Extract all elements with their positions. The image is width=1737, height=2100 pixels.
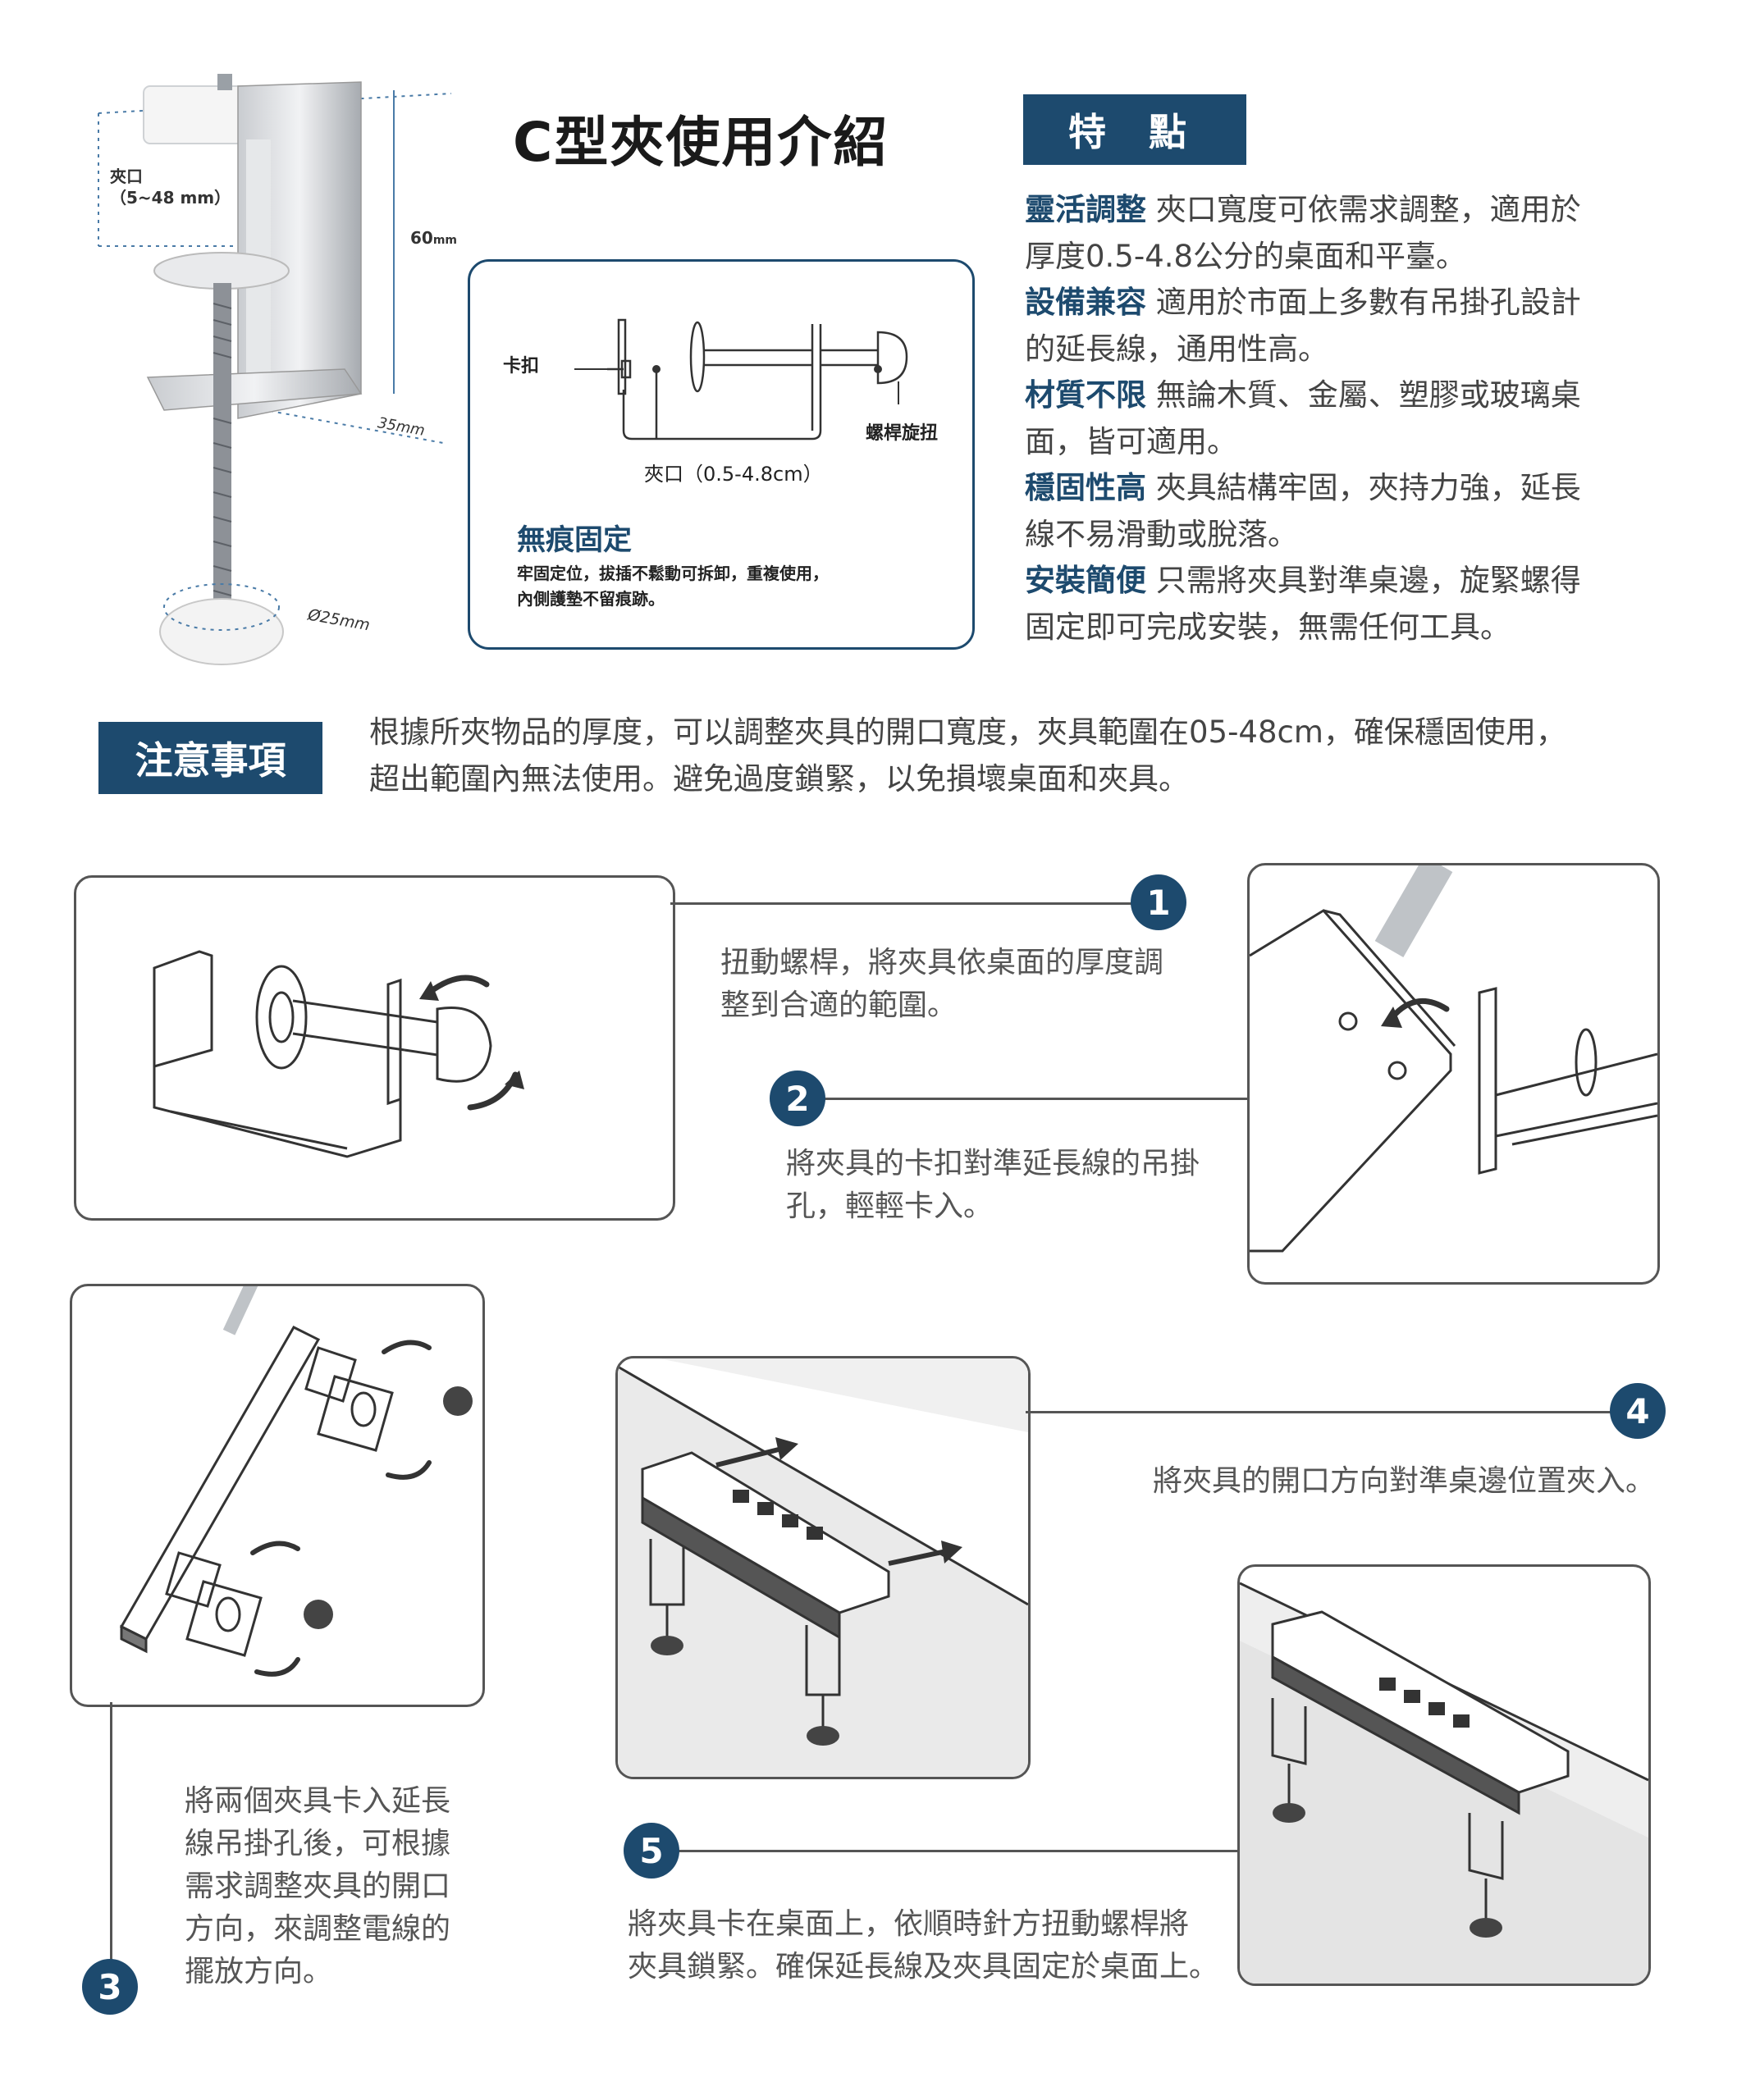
step2-text: 將夾具的卡扣對準延長線的吊掛 孔，輕輕卡入。 [786, 1147, 1200, 1223]
screw-knob-label: 螺桿旋扭 [866, 423, 939, 444]
clamp-line-diagram [574, 308, 927, 455]
clamp-opening-range: （5~48 mm） [110, 188, 231, 208]
features-list: 靈活調整 夾口寬度可依需求調整，適用於厚度0.5-4.8公分的桌面和平臺。 設備… [1025, 187, 1681, 651]
clamp-product-illustration: 夾口 （5~48 mm） 60mm 35mm Ø25mm [74, 74, 459, 681]
step2-illustration [1247, 863, 1660, 1285]
step2-number: 2 [770, 1071, 825, 1126]
step5-connector [665, 1850, 1237, 1852]
step5-text: 將夾具卡在桌面上，依順時針方扭動螺桿將 夾具鎖緊。確保延長線及夾具固定於桌面上。 [628, 1907, 1219, 1984]
notice-heading: 注意事項 [98, 722, 322, 794]
notice-text: 根據所夾物品的厚度，可以調整夾具的開口寬度，夾具範圍在05-48cm，確保穩固使… [369, 714, 1566, 797]
step3-connector [110, 1702, 112, 1965]
clamp-height-unit: mm [432, 234, 458, 247]
step4-connector [1026, 1411, 1616, 1413]
callout-heading: 無痕固定 [517, 524, 633, 557]
buckle-label: 卡扣 [503, 356, 540, 377]
feature-item: 材質不限 無論木質、金屬、塑膠或玻璃桌面，皆可適用。 [1025, 377, 1581, 459]
step3-number: 3 [82, 1959, 138, 2015]
callout-opening-label: 夾口（0.5-4.8cm） [644, 463, 823, 486]
clamp-photo [98, 74, 452, 665]
feature-item: 設備兼容 適用於市面上多數有吊掛孔設計的延長線，通用性高。 [1025, 285, 1581, 367]
step5-number: 5 [624, 1823, 679, 1879]
step5-illustration [1237, 1564, 1651, 1986]
step4-text: 將夾具的開口方向對準桌邊位置夾入。 [1153, 1464, 1656, 1498]
step1-illustration [74, 875, 675, 1221]
step4-illustration [615, 1356, 1031, 1779]
step1-connector [670, 902, 1136, 905]
feature-item: 靈活調整 夾口寬度可依需求調整，適用於厚度0.5-4.8公分的桌面和平臺。 [1025, 192, 1581, 274]
step2-connector [821, 1098, 1247, 1100]
step4-number: 4 [1610, 1383, 1666, 1439]
feature-item: 安裝簡便 只需將夾具對準桌邊，旋緊螺得固定即可完成安裝，無需任何工具。 [1025, 563, 1581, 645]
clamp-line-drawing [574, 318, 908, 441]
feature-item: 穩固性高 夾具結構牢固，夾持力強，延長線不易滑動或脫落。 [1025, 470, 1581, 552]
clamp-height-label: 60 [410, 228, 433, 248]
clamp-opening-label: 夾口 [110, 167, 143, 186]
step1-number: 1 [1131, 874, 1186, 930]
clamp-callout-box [468, 259, 975, 650]
step3-illustration [70, 1284, 485, 1707]
step1-text: 扭動螺桿，將夾具依桌面的厚度調 整到合適的範圍。 [720, 946, 1164, 1022]
callout-description: 牢固定位，拔插不鬆動可拆卸，重複使用， 內側護墊不留痕跡。 [517, 564, 829, 609]
step3-text: 將兩個夾具卡入延長 線吊掛孔後，可根據 需求調整夾具的開口 方向，來調整電線的 … [185, 1784, 451, 1988]
features-heading: 特 點 [1023, 94, 1246, 165]
page-title: C型夾使用介紹 [513, 111, 889, 174]
